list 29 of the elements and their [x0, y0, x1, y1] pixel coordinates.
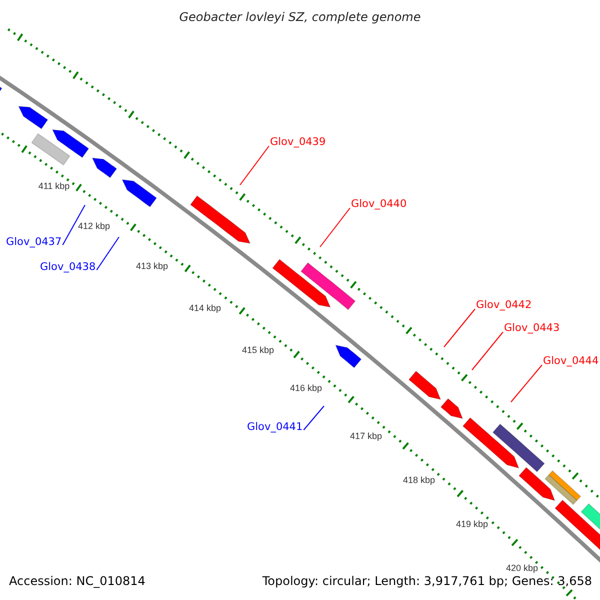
leader-line: [303, 406, 324, 430]
leader-line: [240, 146, 270, 186]
scale-label: 412 kbp: [78, 221, 110, 231]
scale-label: 414 kbp: [188, 303, 222, 313]
scale-label: 413 kbp: [136, 261, 168, 271]
gene-label: Glov_0441: [247, 421, 303, 433]
leader-line: [510, 364, 542, 402]
scale-label: 419 kbp: [456, 519, 488, 529]
scale-label: 415 kbp: [242, 345, 274, 355]
gene-label: Glov_0440: [351, 198, 407, 210]
scale-label: 417 kbp: [350, 431, 382, 441]
leader-line: [96, 236, 120, 270]
gene-label: Glov_0437: [6, 236, 62, 248]
leader-line: [320, 208, 350, 248]
leader-line: [62, 204, 86, 246]
gene-label: Glov_0442: [476, 299, 532, 311]
title: Geobacter lovleyi SZ, complete genome: [179, 9, 421, 26]
scale-label: 420 kbp: [506, 563, 538, 573]
gene-label: Glov_0444: [543, 355, 599, 367]
accession-text: Accession: NC_010814: [9, 574, 146, 588]
leader-line: [472, 332, 504, 370]
genome-info-text: Topology: circular; Length: 3,917,761 bp; Genes: 3,658: [262, 574, 592, 588]
leader-line: [444, 308, 476, 348]
gene-label: Glov_0443: [504, 322, 560, 334]
gene-label: Glov_0438: [40, 261, 96, 273]
scale-label: 418 kbp: [402, 475, 436, 485]
scale-label: 411 kbp: [38, 181, 70, 191]
gene-label: Glov_0439: [270, 136, 326, 148]
scale-label: 416 kbp: [290, 383, 322, 393]
